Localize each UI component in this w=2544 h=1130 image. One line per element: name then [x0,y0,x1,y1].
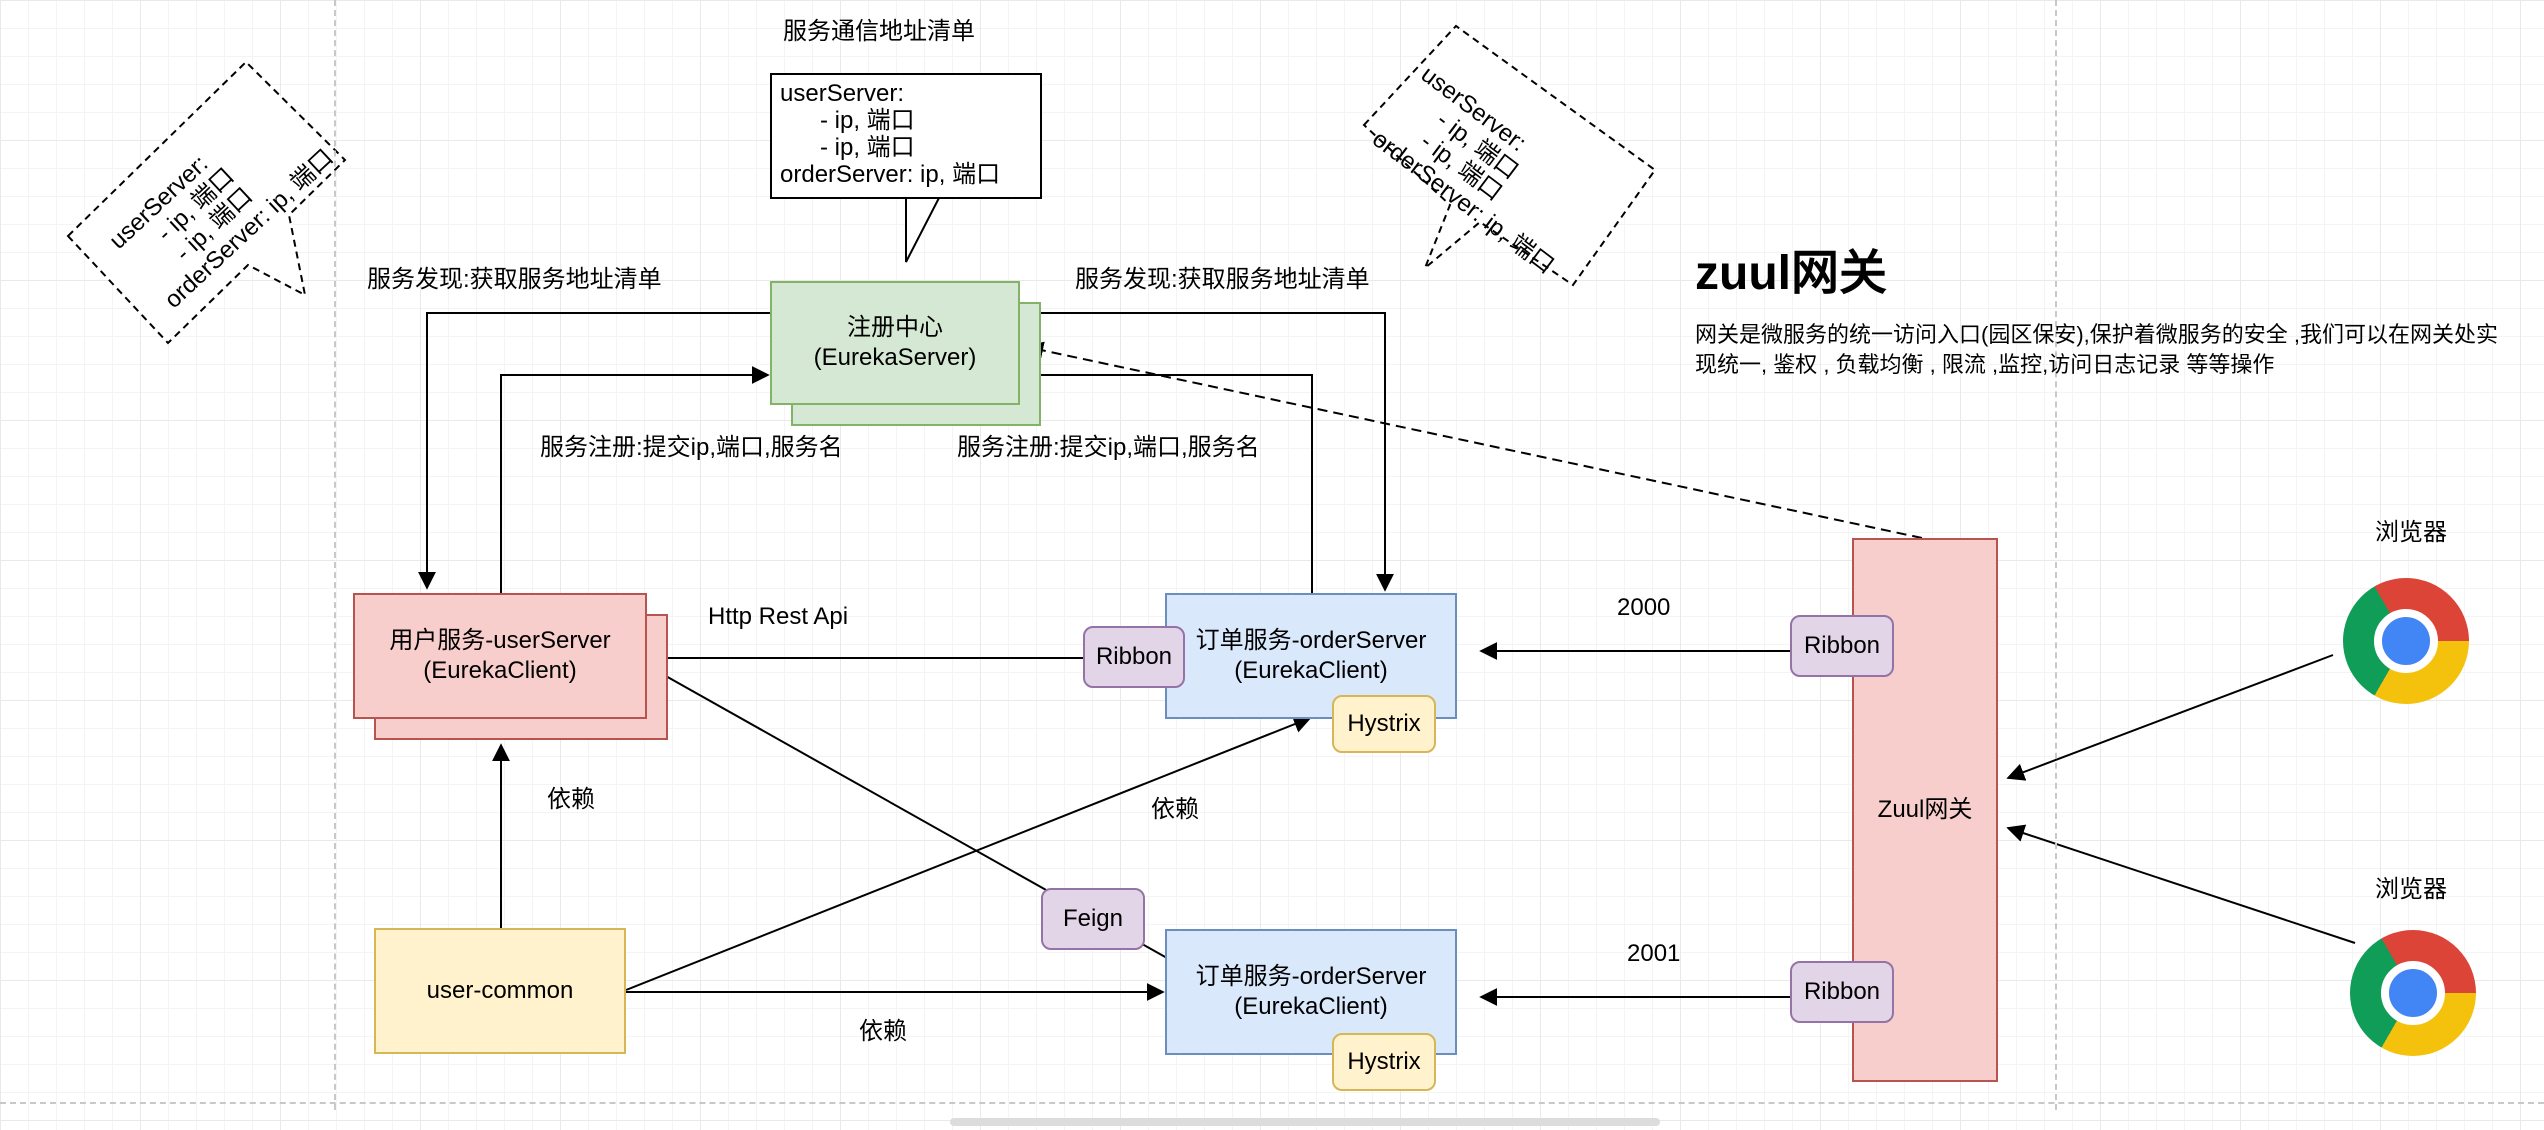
order-server-1-subtitle: (EurekaClient) [1234,657,1388,684]
chrome-icon[interactable] [2343,578,2469,704]
hystrix-2-badge[interactable]: Hystrix [1332,1033,1436,1091]
registry-title: 注册中心 [847,314,943,341]
browser-1-label: 浏览器 [2375,519,2447,546]
label-register-right: 服务注册:提交ip,端口,服务名 [957,434,1260,461]
callout-left-shape [66,60,347,345]
ribbon-order-badge[interactable]: Ribbon [1083,626,1185,688]
registry-subtitle: (EurekaServer) [813,344,977,371]
user-server-subtitle: (EurekaClient) [423,657,577,684]
gateway-description: 网关是微服务的统一访问入口(园区保安),保护着微服务的安全 ,我们可以在网关处实… [1695,322,2498,377]
addr-list-title: 服务通信地址清单 [783,18,975,45]
order-server-1-title: 订单服务-orderServer [1195,627,1427,654]
registry-node[interactable]: 注册中心 (EurekaServer) [770,281,1020,405]
guide-line-right [2055,0,2057,1110]
callout-center-tail [905,195,942,263]
browser-2-label: 浏览器 [2375,876,2447,903]
label-port-2000: 2000 [1617,594,1671,621]
ribbon-zuul-2-badge[interactable]: Ribbon [1790,961,1894,1023]
user-server-node[interactable]: 用户服务-userServer (EurekaClient) [353,593,647,719]
gateway-title: zuul网关 [1695,247,1887,300]
label-discovery-left: 服务发现:获取服务地址清单 [367,266,662,293]
edge-depend-order1 [625,715,1312,991]
horizontal-scrollbar[interactable] [950,1118,1660,1126]
label-port-2001: 2001 [1627,940,1681,967]
label-discovery-right: 服务发现:获取服务地址清单 [1075,266,1370,293]
ribbon-zuul-1-badge[interactable]: Ribbon [1790,615,1894,677]
edge-discovery-right [1020,312,1394,592]
label-register-left: 服务注册:提交ip,端口,服务名 [540,434,843,461]
label-depend-bottom: 依赖 [859,1018,907,1045]
hystrix-1-badge[interactable]: Hystrix [1332,695,1436,753]
edge-discovery-left [418,312,770,590]
user-common-node[interactable]: user-common [374,928,626,1054]
edge-browser2-zuul [2006,824,2356,944]
callout-center: userServer: - ip, 端口 - ip, 端口 orderServe… [770,73,1042,199]
order-server-2-subtitle: (EurekaClient) [1234,993,1388,1020]
feign-badge[interactable]: Feign [1041,888,1145,950]
order-server-2-node[interactable]: 订单服务-orderServer (EurekaClient) [1165,929,1457,1055]
chrome-icon[interactable] [2350,930,2476,1056]
guide-line-left [334,0,336,1110]
edge-register-right [1023,366,1313,593]
callout-right-shape [1362,24,1657,287]
edge-zuul-registry [1025,341,1923,539]
label-depend-left: 依赖 [547,786,595,813]
label-depend-mid: 依赖 [1151,796,1199,823]
order-server-2-title: 订单服务-orderServer [1195,963,1427,990]
label-http-rest-api: Http Rest Api [708,603,849,630]
user-server-title: 用户服务-userServer [389,627,611,654]
edge-register-left [500,366,770,593]
guide-line-bottom [0,1102,2544,1104]
edge-browser1-zuul [2006,654,2334,781]
